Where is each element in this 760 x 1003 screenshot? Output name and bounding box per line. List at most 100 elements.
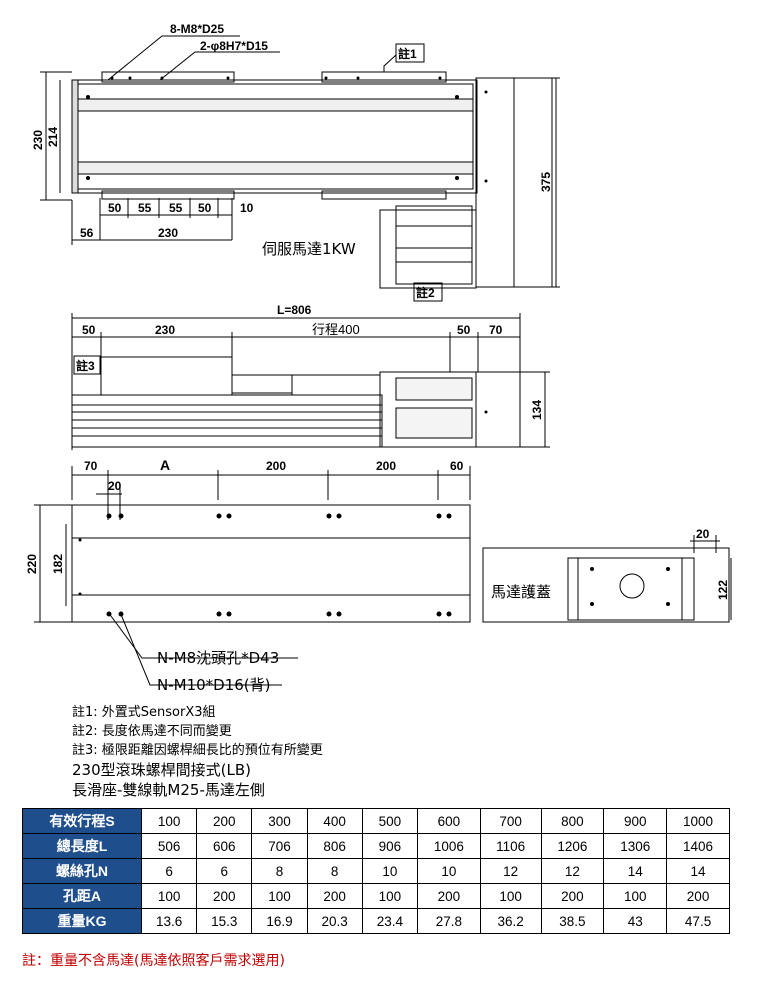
title-line-2: 長滑座-雙線軌M25-馬達左側 xyxy=(72,781,265,799)
dim-134: 134 xyxy=(530,400,544,420)
dim-50b: 50 xyxy=(198,201,212,215)
cell: 200 xyxy=(666,883,730,909)
dim-182: 182 xyxy=(51,554,65,574)
side-dim-50b: 50 xyxy=(457,323,471,337)
cell: 10 xyxy=(416,858,481,884)
cover-dim-122: 122 xyxy=(716,580,730,600)
dim-overall-length: L=806 xyxy=(277,303,312,317)
servo-motor xyxy=(379,209,477,289)
cell: 1106 xyxy=(479,833,542,859)
note2-tag: 註2 xyxy=(416,285,435,300)
base-dim-60: 60 xyxy=(450,459,464,473)
notes-block: 註1: 外置式SensorX3組 註2: 長度依馬達不同而變更 註3: 極限距離… xyxy=(72,703,323,800)
dim-220: 220 xyxy=(25,554,39,574)
row-header: 總長度L xyxy=(22,833,142,859)
technical-drawing: 8-M8*D25 2-φ8H7*D15 註1 註2 230 214 375 50… xyxy=(25,22,732,694)
cell: 10 xyxy=(361,858,418,884)
cell: 43 xyxy=(603,908,668,934)
cell: 506 xyxy=(140,833,198,859)
dim-230b: 230 xyxy=(158,226,178,240)
cell: 6 xyxy=(196,858,253,884)
cell: 100 xyxy=(251,883,308,909)
row-header: 重量KG xyxy=(22,908,142,934)
cell: 23.4 xyxy=(361,908,418,934)
cell: 12 xyxy=(479,858,542,884)
cell: 1206 xyxy=(540,833,605,859)
cell: 14 xyxy=(603,858,668,884)
motor-label: 伺服馬達1KW xyxy=(262,240,356,258)
cell: 100 xyxy=(361,883,418,909)
note-2: 註2: 長度依馬達不同而變更 xyxy=(72,724,232,739)
row-header: 螺絲孔N xyxy=(22,858,142,884)
dim-56: 56 xyxy=(80,226,94,240)
cell: 100 xyxy=(479,883,542,909)
cell: 806 xyxy=(306,833,363,859)
side-dim-stroke: 行程400 xyxy=(312,322,360,337)
note3-tag: 註3 xyxy=(76,358,95,373)
side-rail xyxy=(71,394,383,448)
cell: 1306 xyxy=(603,833,668,859)
cell: 200 xyxy=(306,883,363,909)
cell: 606 xyxy=(196,833,253,859)
side-dim-70: 70 xyxy=(489,323,503,337)
cell: 200 xyxy=(196,808,253,834)
note-1: 註1: 外置式SensorX3組 xyxy=(72,705,216,720)
side-motor-cover xyxy=(475,371,521,448)
cell: 16.9 xyxy=(251,908,308,934)
cell: 100 xyxy=(140,883,198,909)
cell: 1006 xyxy=(416,833,481,859)
cell: 8 xyxy=(306,858,363,884)
row-header: 孔距A xyxy=(22,883,142,909)
title-line-1: 230型滾珠螺桿間接式(LB) xyxy=(72,761,251,779)
cell: 27.8 xyxy=(416,908,481,934)
cell: 800 xyxy=(540,808,605,834)
callout-counterbore: N-M8沈頭孔*D43 xyxy=(157,649,279,667)
side-dim-230: 230 xyxy=(155,323,175,337)
dim-214: 214 xyxy=(46,127,60,147)
dim-50a: 50 xyxy=(108,201,122,215)
cell: 12 xyxy=(540,858,605,884)
callout-back: N-M10*D16(背) xyxy=(157,676,271,694)
weight-footnote: 註：重量不含馬達(馬達依照客戶需求選用) xyxy=(22,953,285,969)
cell: 100 xyxy=(603,883,668,909)
cell: 38.5 xyxy=(540,908,605,934)
note1-tag: 註1 xyxy=(398,46,417,61)
base-dim-A: A xyxy=(160,457,170,473)
row-header: 有效行程S xyxy=(22,808,142,834)
cell: 1406 xyxy=(666,833,730,859)
callout-pins: 2-φ8H7*D15 xyxy=(200,39,268,53)
side-dim-50a: 50 xyxy=(82,323,96,337)
cover-dim-20: 20 xyxy=(696,527,710,541)
cell: 706 xyxy=(251,833,308,859)
cell: 20.3 xyxy=(306,908,363,934)
motor-cover-label: 馬達護蓋 xyxy=(491,583,551,601)
dim-230: 230 xyxy=(31,130,45,150)
cell: 14 xyxy=(666,858,730,884)
cell: 200 xyxy=(540,883,605,909)
cell: 1000 xyxy=(666,808,730,834)
base-dim-70: 70 xyxy=(84,459,98,473)
cell: 200 xyxy=(196,883,253,909)
cell: 300 xyxy=(251,808,308,834)
cell: 100 xyxy=(140,808,198,834)
base-dim-200b: 200 xyxy=(376,459,396,473)
cell: 200 xyxy=(416,883,481,909)
cell: 500 xyxy=(361,808,418,834)
dim-55a: 55 xyxy=(138,201,152,215)
base-plate xyxy=(71,504,471,623)
dim-375: 375 xyxy=(539,172,553,192)
cell: 36.2 xyxy=(479,908,542,934)
cell: 15.3 xyxy=(196,908,253,934)
cell: 13.6 xyxy=(140,908,198,934)
side-carriage xyxy=(100,356,233,396)
cell: 400 xyxy=(306,808,363,834)
base-dim-200a: 200 xyxy=(266,459,286,473)
cell: 47.5 xyxy=(666,908,730,934)
cell: 600 xyxy=(416,808,481,834)
